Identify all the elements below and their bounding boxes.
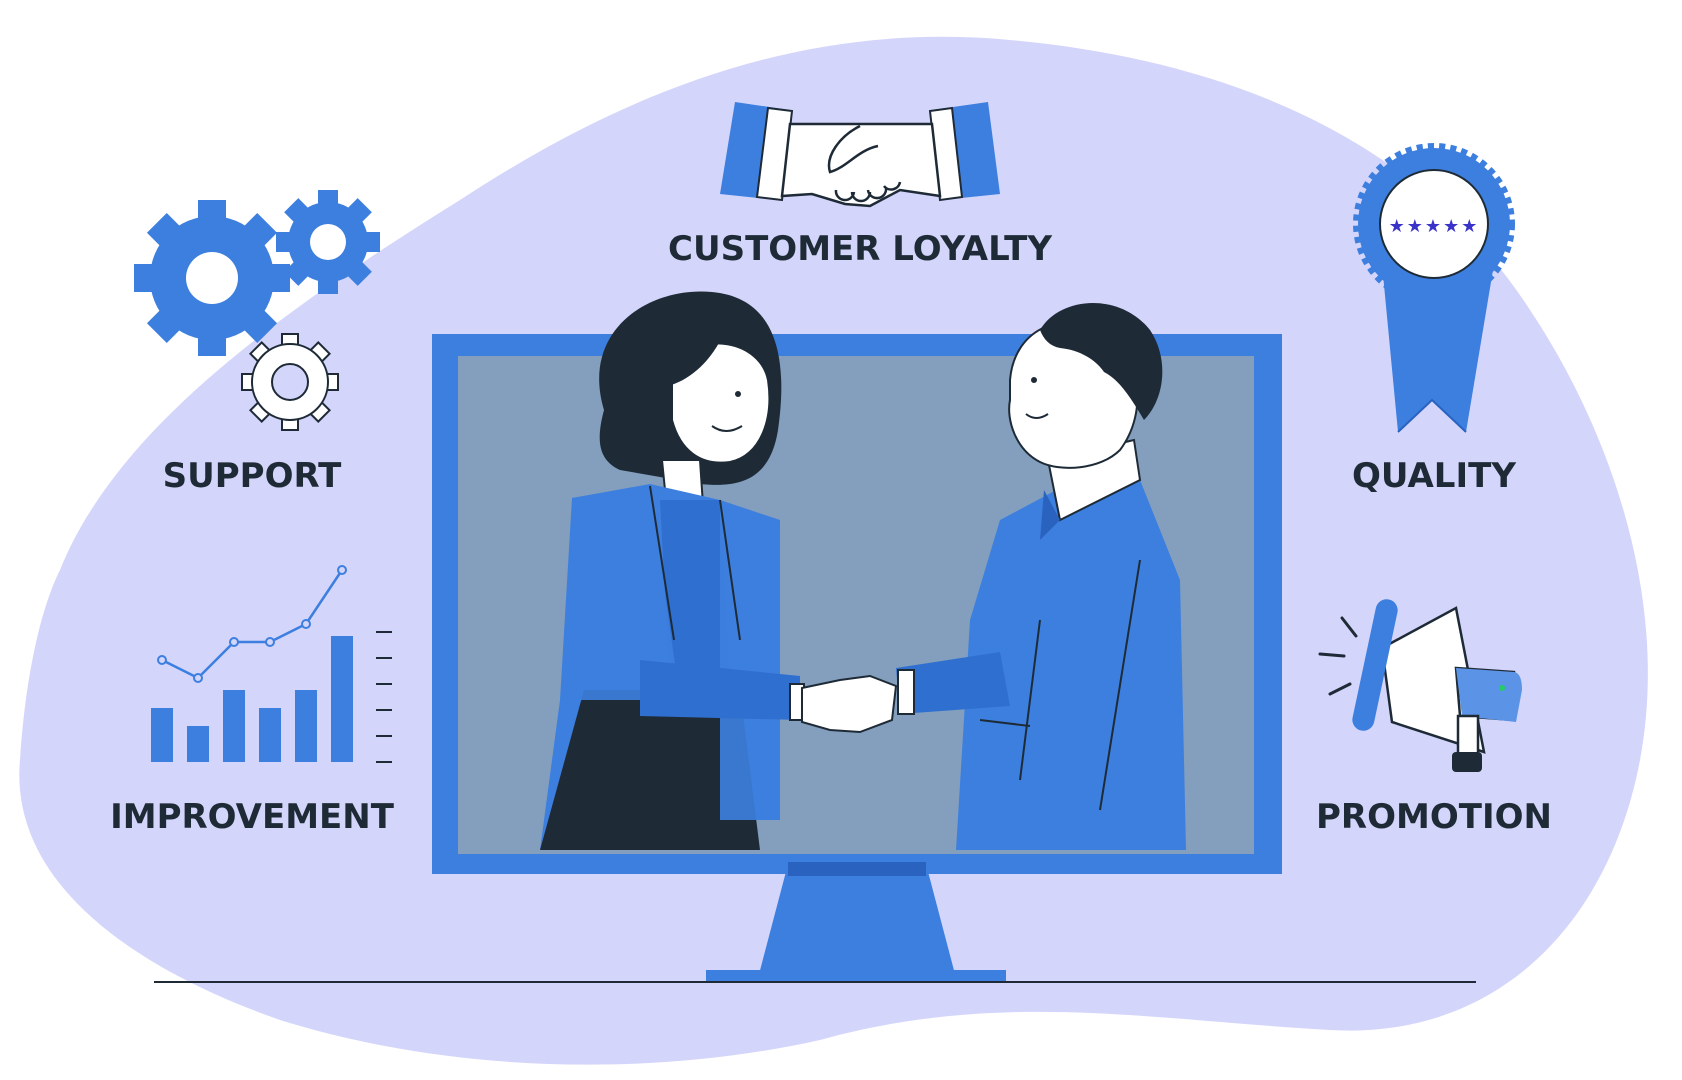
growth-chart-icon: [151, 565, 392, 763]
chart-point: [229, 637, 239, 647]
megaphone-icon: [1318, 599, 1522, 772]
chart-bar: [223, 690, 245, 762]
customer-loyalty-label: CUSTOMER LOYALTY: [668, 229, 1052, 269]
chart-bar: [151, 708, 173, 762]
promotion-label: PROMOTION: [1316, 797, 1552, 837]
chart-bar: [295, 690, 317, 762]
chart-point: [337, 565, 347, 575]
gears-icon: [134, 190, 380, 431]
support-label: SUPPORT: [163, 456, 342, 496]
handshake-icon: [720, 102, 1000, 208]
chart-bar: [187, 726, 209, 762]
chart-point: [265, 637, 275, 647]
woman-figure: [540, 291, 898, 850]
quality-stars: ★★★★★: [1389, 216, 1480, 237]
chart-point: [193, 673, 203, 683]
chart-point: [157, 655, 167, 665]
improvement-label: IMPROVEMENT: [110, 797, 395, 837]
quality-label: QUALITY: [1352, 456, 1516, 496]
quality-ribbon-icon: ★★★★★: [1353, 143, 1515, 433]
chart-bar: [259, 708, 281, 762]
chart-point: [301, 619, 311, 629]
chart-bar: [331, 636, 353, 762]
man-figure: [896, 302, 1186, 850]
